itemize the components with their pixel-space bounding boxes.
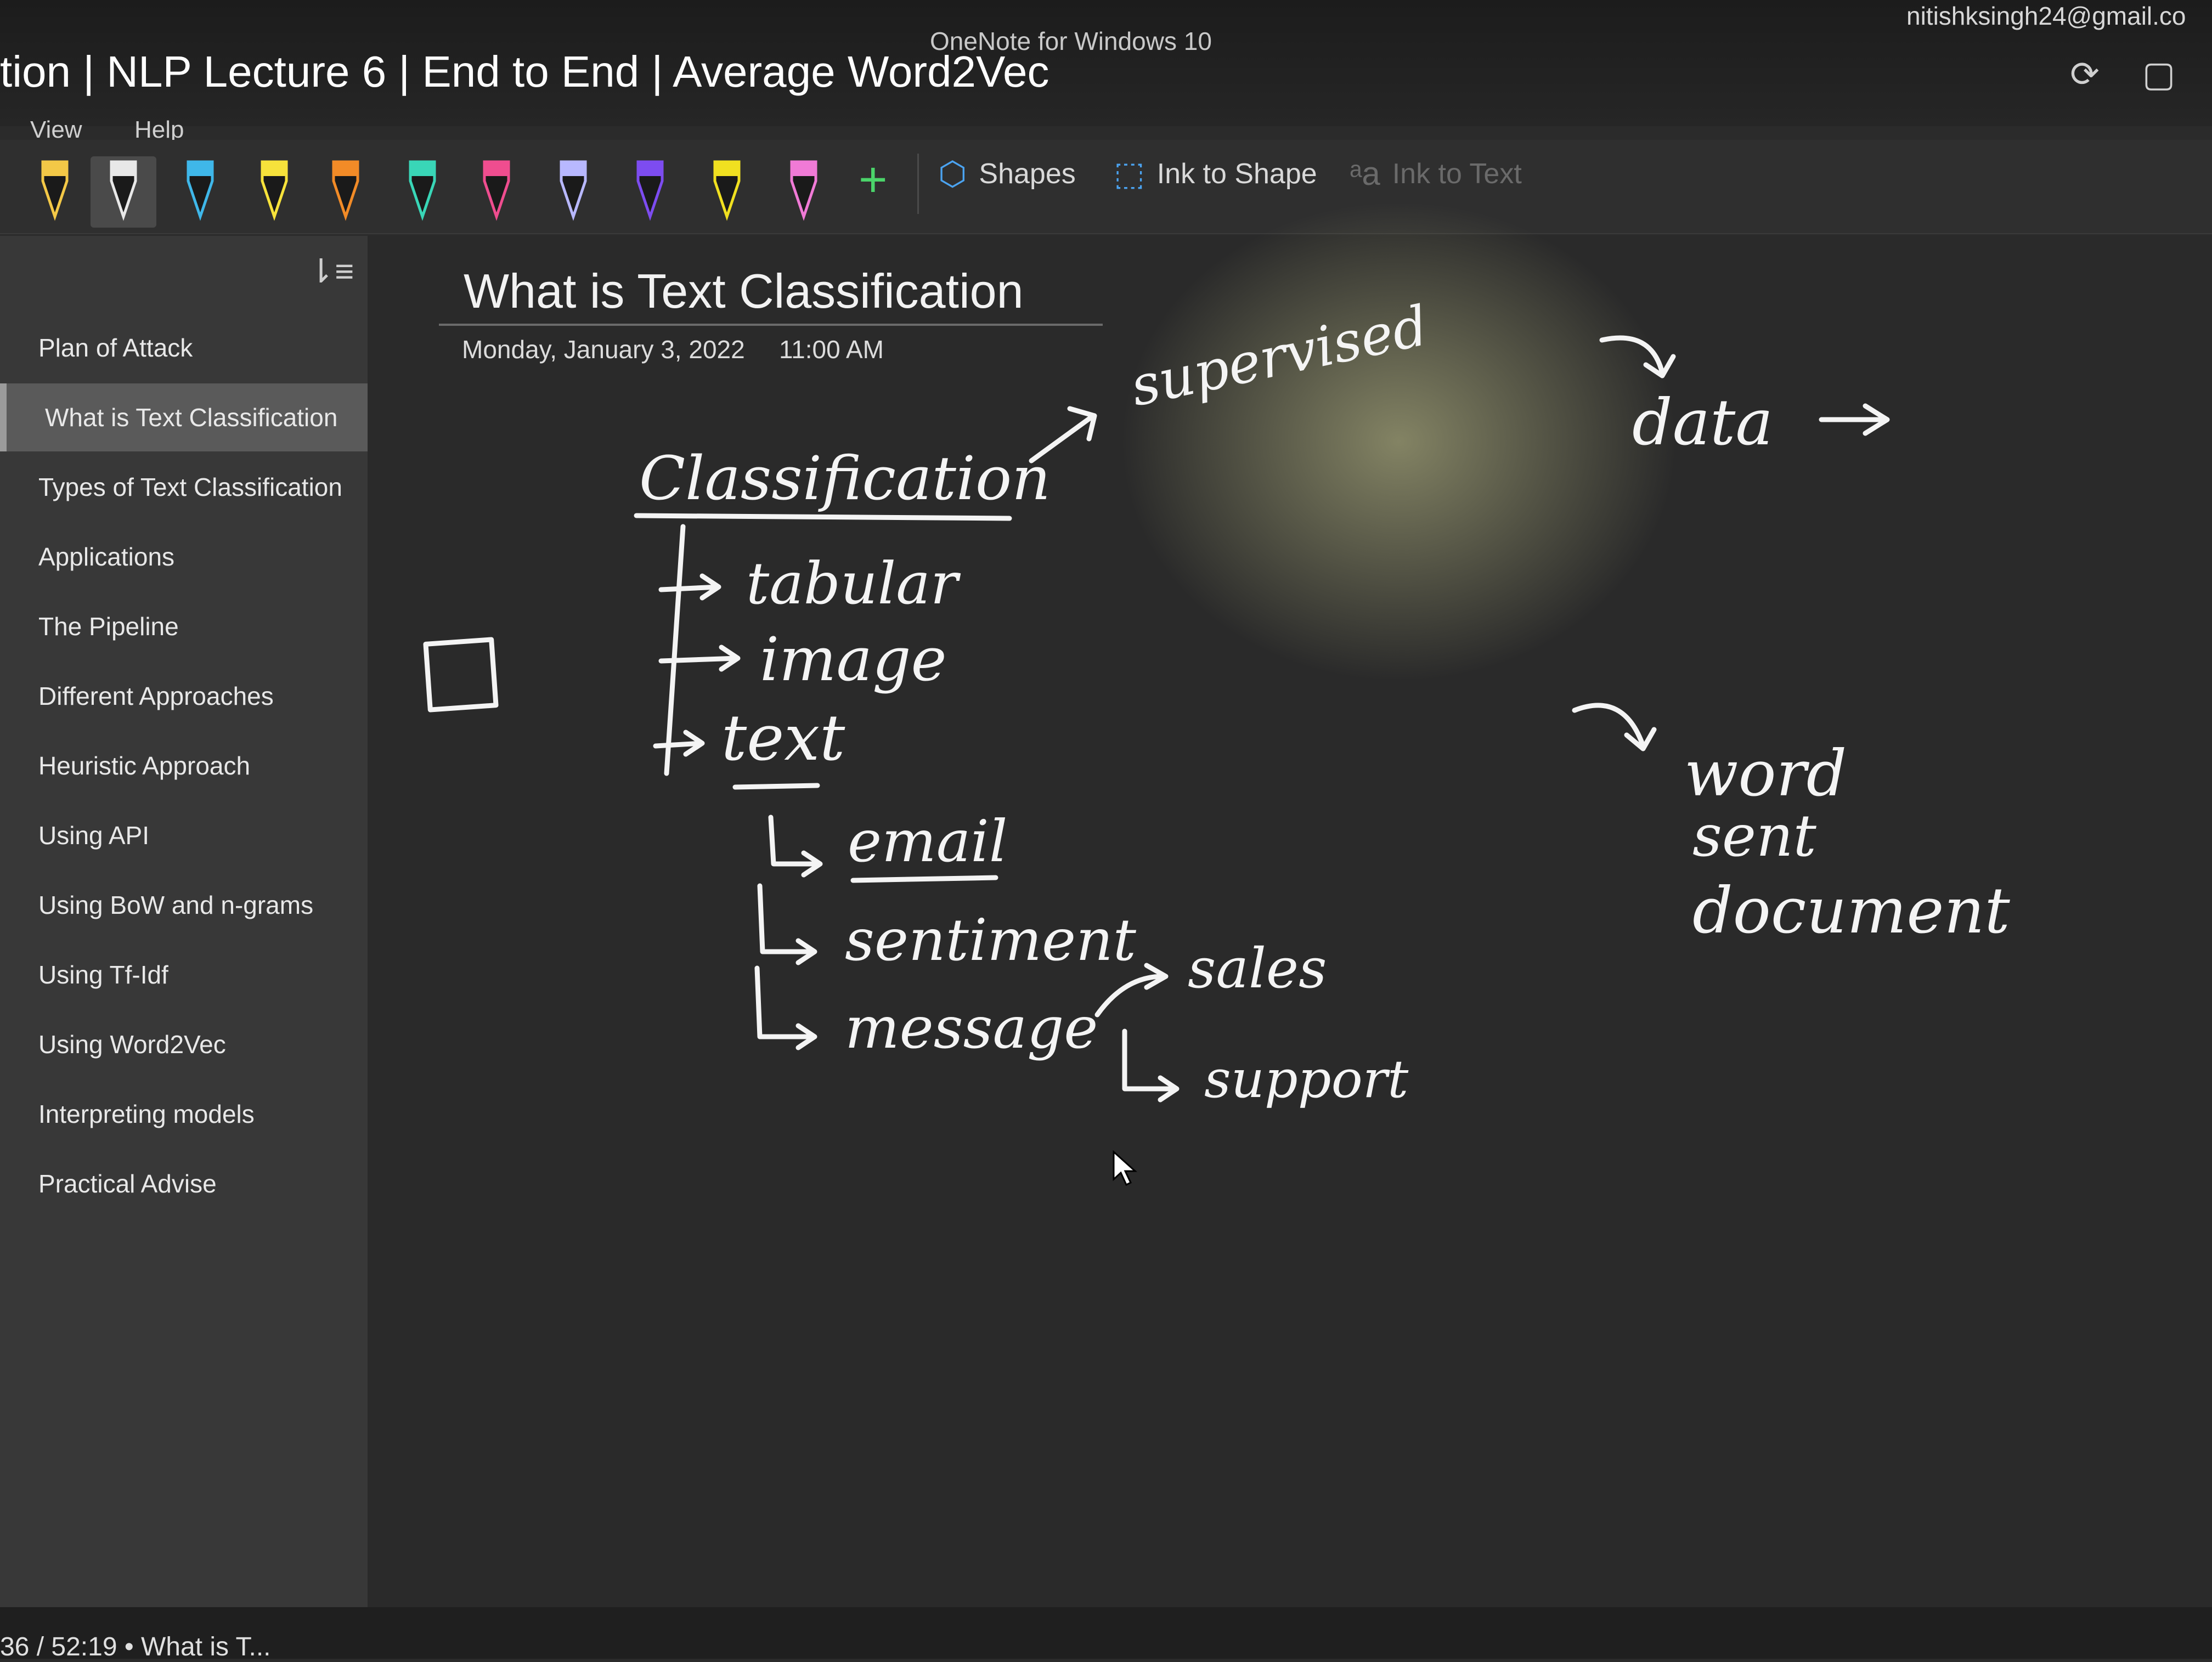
pen-icon (409, 160, 436, 221)
add-pen-button[interactable]: + (859, 152, 888, 207)
page-list-item[interactable]: Using Tf-Idf (38, 960, 168, 989)
page-list-item[interactable]: What is Text Classification (0, 383, 368, 451)
pen-icon (483, 160, 510, 221)
ink-to-shape-label: Ink to Shape (1156, 158, 1317, 190)
pen-3-button[interactable] (184, 156, 217, 228)
pen-9-button[interactable] (634, 156, 667, 228)
pen-5-button[interactable] (329, 156, 362, 228)
ink-to-shape-icon: ⬚ (1114, 155, 1145, 192)
video-status-bar (0, 1607, 2212, 1659)
menu-help[interactable]: Help (134, 116, 184, 143)
ink-to-text-button[interactable]: ᵃa Ink to Text (1350, 155, 1522, 193)
page-time: 11:00 AM (779, 335, 884, 364)
draw-ribbon (0, 140, 2212, 234)
page-list-item[interactable]: Applications (38, 542, 175, 571)
title-bar (0, 0, 2212, 126)
pen-1-button[interactable] (38, 156, 71, 228)
page-list-item[interactable]: Using API (38, 821, 149, 850)
pen-icon (187, 160, 214, 221)
page-list-item[interactable]: Using BoW and n-grams (38, 891, 314, 919)
pen-7-button[interactable] (480, 156, 513, 228)
page-list-sidebar (0, 236, 368, 1659)
page-list-item[interactable]: Heuristic Approach (38, 751, 251, 780)
page-date: Monday, January 3, 2022 (462, 335, 745, 364)
pen-8-button[interactable] (557, 156, 590, 228)
pen-icon (636, 160, 664, 221)
pen-icon (560, 160, 587, 221)
page-list-item[interactable]: Interpreting models (38, 1100, 255, 1128)
ink-to-text-label: Ink to Text (1392, 157, 1522, 190)
pen-icon (110, 160, 137, 221)
ribbon-separator (917, 154, 919, 214)
notebook-icon[interactable]: ▢ (2142, 54, 2176, 94)
pen-icon (261, 160, 288, 221)
video-timestamp: 36 / 52:19 • What is T... (0, 1632, 271, 1661)
pen-6-button[interactable] (406, 156, 439, 228)
sort-icon[interactable]: ⇂≡ (307, 253, 354, 290)
page-title[interactable]: What is Text Classification (464, 264, 1024, 318)
page-list-item[interactable]: The Pipeline (38, 612, 179, 641)
page-list-item[interactable]: Using Word2Vec (38, 1030, 226, 1059)
app-name: OneNote for Windows 10 (930, 27, 1212, 55)
title-underline (439, 324, 1103, 326)
mouse-cursor-icon (1113, 1150, 1137, 1186)
pen-2-button[interactable] (91, 156, 156, 228)
document-title: tion | NLP Lecture 6 | End to End | Aver… (0, 47, 1049, 96)
page-list-item[interactable]: Different Approaches (38, 682, 274, 710)
pen-10-button[interactable] (710, 156, 743, 228)
pen-icon (713, 160, 741, 221)
shapes-icon: ⬡ (938, 155, 967, 192)
pen-icon (41, 160, 69, 221)
pen-icon (790, 160, 817, 221)
page-list-item[interactable]: Plan of Attack (38, 333, 193, 362)
account-email[interactable]: nitishksingh24@gmail.co (1906, 2, 2186, 30)
pen-11-button[interactable] (787, 156, 820, 228)
ink-to-shape-button[interactable]: ⬚ Ink to Shape (1114, 155, 1317, 193)
menu-view[interactable]: View (30, 116, 82, 143)
shapes-label: Shapes (979, 158, 1076, 190)
pen-icon (332, 160, 359, 221)
page-list-item[interactable]: Types of Text Classification (38, 473, 342, 501)
page-list-item[interactable]: Practical Advise (38, 1169, 217, 1198)
shapes-button[interactable]: ⬡ Shapes (938, 155, 1076, 193)
ink-to-text-icon: ᵃa (1350, 155, 1380, 192)
note-canvas[interactable] (368, 236, 2212, 1659)
pen-4-button[interactable] (258, 156, 291, 228)
sync-icon[interactable]: ⟳ (2070, 54, 2100, 94)
